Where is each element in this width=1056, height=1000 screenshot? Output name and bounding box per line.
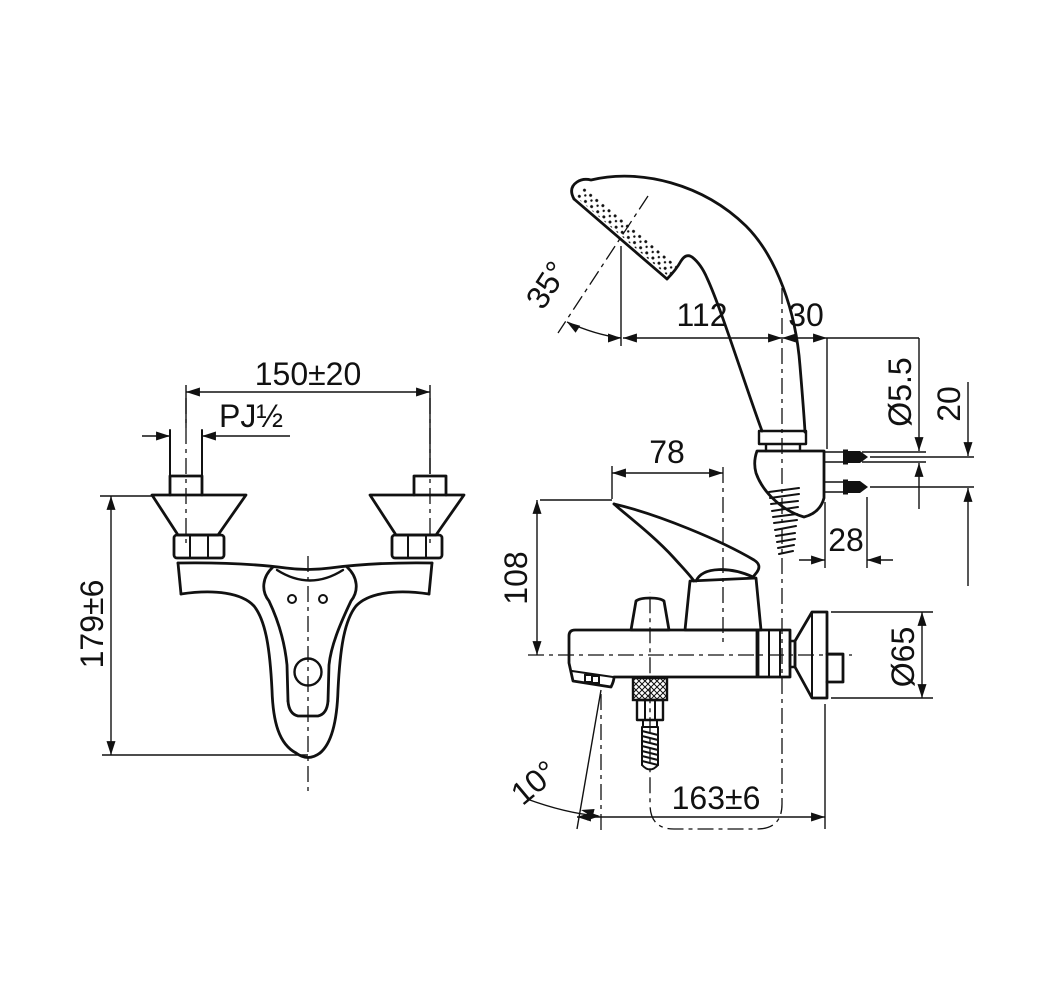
dim-label-spout-reach: 163±6 bbox=[672, 780, 761, 816]
shower-handle-end-cap bbox=[757, 429, 808, 453]
front-view: 150±20 PJ½ 179±6 bbox=[74, 356, 466, 792]
diverter-knob-front bbox=[293, 657, 323, 687]
dim-label-holder-to-wall: 30 bbox=[788, 297, 824, 333]
dim-label-flange-diameter: Ø65 bbox=[885, 627, 921, 687]
dim-lever-rise: 108 bbox=[498, 499, 612, 655]
dim-inlet-thread: PJ½ bbox=[142, 398, 290, 441]
handle-screw-dot bbox=[287, 594, 297, 604]
dim-label-lever-rise: 108 bbox=[498, 551, 534, 604]
wall-flange-assembly bbox=[756, 610, 845, 700]
dim-label-inlet-thread: PJ½ bbox=[219, 398, 283, 434]
spray-face-nozzles bbox=[576, 187, 678, 277]
thread-lines bbox=[641, 730, 659, 766]
dim-holder-to-wall: 30 bbox=[782, 297, 919, 343]
lever-handle-front bbox=[262, 565, 358, 718]
dim-head-to-wall: 112 bbox=[623, 297, 782, 343]
dim-inlet-spacing: 150±20 bbox=[185, 356, 431, 474]
hose-spring-guard bbox=[768, 487, 800, 555]
dim-label-lever-reach: 78 bbox=[649, 434, 685, 470]
dim-label-screw-diameter: Ø5.5 bbox=[882, 357, 918, 426]
left-inlet-union bbox=[150, 429, 248, 560]
side-view: 35° 112 30 bbox=[498, 174, 974, 833]
dim-screw-spacing: 20 bbox=[931, 382, 973, 586]
dim-label-screw-depth: 28 bbox=[828, 522, 864, 558]
dim-screw-diameter: Ø5.5 bbox=[882, 338, 924, 509]
dim-label-screw-spacing: 20 bbox=[931, 386, 967, 422]
mixer-body-side bbox=[567, 596, 759, 689]
right-inlet-union bbox=[368, 474, 466, 560]
diverter-knob-side bbox=[629, 596, 671, 632]
dim-lever-reach: 78 bbox=[611, 434, 723, 499]
side-centerlines bbox=[528, 195, 852, 833]
dim-label-overall-height: 179±6 bbox=[74, 580, 110, 669]
knurled-nut bbox=[631, 676, 669, 702]
dim-flange-diameter: Ø65 bbox=[831, 611, 933, 699]
dim-screw-depth: 28 bbox=[799, 497, 893, 568]
hose-outlet-connector bbox=[631, 676, 669, 771]
dim-spout-reach: 163±6 bbox=[576, 689, 826, 830]
wall-screw-upper bbox=[824, 449, 868, 465]
handle-screw-dot bbox=[318, 594, 328, 604]
shower-holder-bracket bbox=[753, 449, 826, 519]
screw-reference-lines bbox=[862, 451, 974, 488]
wall-screw-lower bbox=[824, 479, 868, 495]
lever-handle-side bbox=[612, 502, 763, 632]
dim-label-head-to-wall: 112 bbox=[676, 297, 727, 333]
dim-overall-height: 179±6 bbox=[74, 495, 308, 756]
aerator-detail bbox=[591, 675, 600, 684]
dim-label-inlet-spacing: 150±20 bbox=[255, 356, 362, 392]
hand-shower-head bbox=[570, 174, 808, 453]
